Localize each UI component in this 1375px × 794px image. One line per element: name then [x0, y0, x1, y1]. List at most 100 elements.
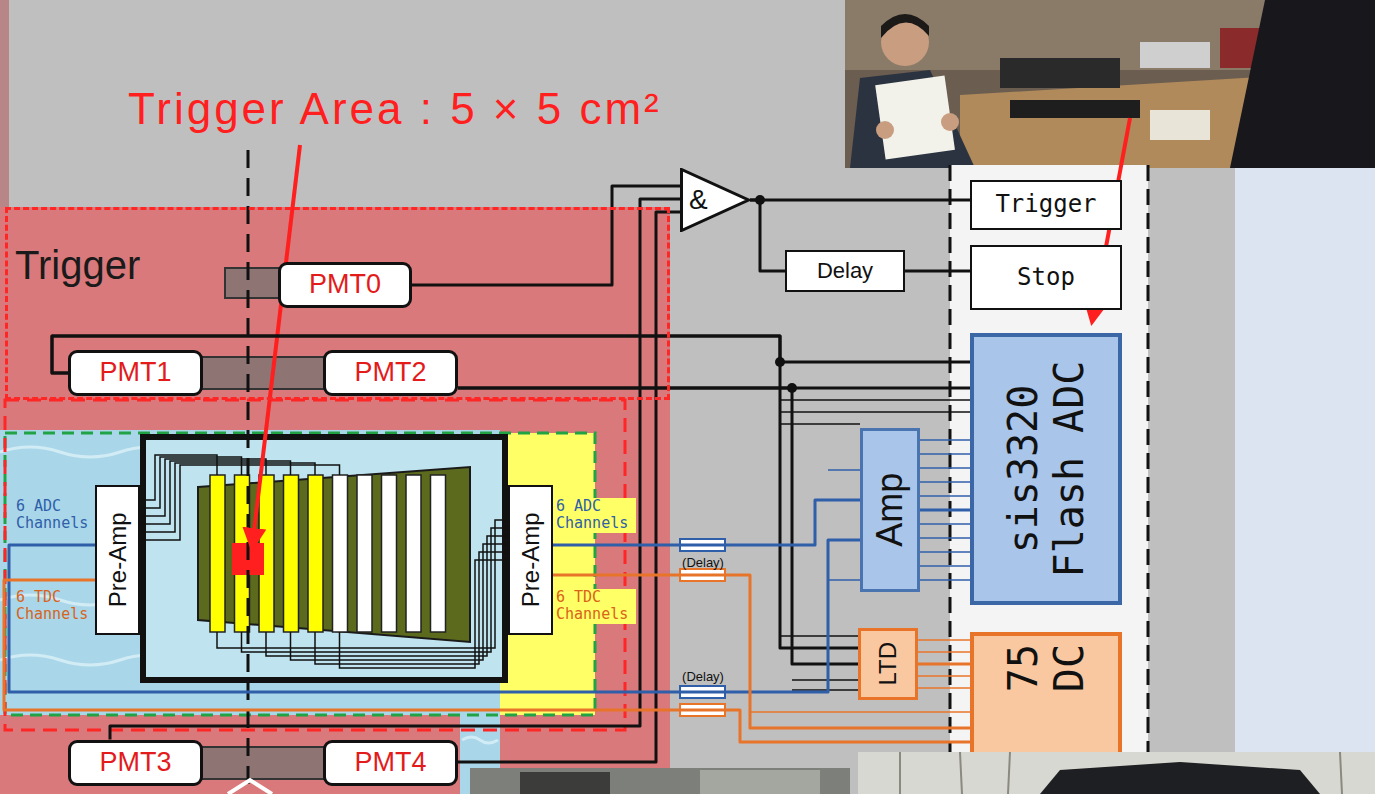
background-drawing-part [900, 752, 1342, 794]
node-text: Pre-Amp [104, 513, 132, 608]
background-drawing-part [140, 457, 242, 508]
photodetector-box: PMT2 [323, 350, 458, 396]
signal-wire [110, 199, 680, 740]
background-drawing-part [333, 475, 348, 632]
node-text: & [689, 184, 708, 216]
node-text: Delay [817, 258, 873, 283]
background-drawing-part [225, 268, 280, 298]
background-drawing-part [1000, 58, 1120, 88]
trigger-ground [0, 207, 670, 794]
background-drawing-part [462, 737, 498, 743]
background-drawing-part [1010, 100, 1140, 118]
background-drawing-part [259, 475, 274, 632]
background-drawing-part [680, 569, 725, 581]
label-slot: 6 ADC Channels [16, 498, 96, 533]
background-drawing-part [1340, 752, 1342, 794]
background-drawing-part [308, 475, 323, 632]
discriminator-box: LTD [858, 628, 918, 700]
timing-box: Delay [785, 250, 905, 292]
signal-wire [553, 575, 970, 728]
axis-line [247, 150, 250, 794]
front-end-box: Pre-Amp [95, 485, 140, 635]
background-drawing-part [920, 495, 970, 497]
background-drawing-part [210, 475, 225, 632]
background-drawing-part [143, 437, 505, 680]
annotation-label: 6 TDC Channels [16, 589, 96, 624]
background-drawing-part [780, 635, 858, 637]
background-drawing-part [0, 430, 500, 715]
background-drawing-part [920, 537, 970, 539]
background-drawing-part [920, 481, 970, 483]
background-drawing-part [357, 475, 372, 632]
background-drawing-part [881, 14, 929, 38]
background-drawing-part [780, 423, 860, 425]
background-drawing-part [1040, 762, 1320, 794]
background-drawing-part [920, 551, 970, 553]
background-drawing-part [750, 711, 970, 713]
node-text: 75 DC [1000, 644, 1092, 744]
background-drawing-part [850, 70, 975, 168]
signal-wire [920, 509, 970, 512]
background-drawing-part [266, 536, 508, 656]
background-drawing-part [680, 539, 725, 551]
digitizer-box: sis3320 Flash ADC [970, 333, 1122, 605]
photodetector-box: PMT3 [68, 740, 203, 786]
label-slot: 6 TDC Channels [556, 589, 636, 624]
annotation-label: (Delay) [682, 670, 724, 685]
gate-triangle [682, 170, 749, 231]
background-drawing-part [876, 121, 894, 139]
background-drawing-part [780, 400, 970, 690]
node-text: sis3320 Flash ADC [1000, 339, 1092, 599]
node-text: PMT3 [99, 747, 171, 778]
background-drawing-part [920, 523, 970, 525]
background-drawing-part [920, 439, 970, 441]
signal-wire [52, 336, 858, 648]
label-slot: (Delay) [678, 667, 728, 685]
background-drawing-part [858, 752, 1375, 794]
background-drawing-part [140, 463, 315, 532]
background-drawing-part [1150, 110, 1210, 140]
background-drawing-part [1140, 42, 1210, 68]
photodetector-box: PMT1 [68, 350, 203, 396]
detector-drawing [140, 437, 508, 680]
label-slot: (Delay) [678, 553, 728, 571]
background-drawing-part [950, 165, 1148, 794]
background-drawing-part [845, 0, 1375, 168]
detector-ground [500, 433, 595, 715]
background-drawing-part [217, 520, 508, 648]
background-drawing-part [1008, 752, 1010, 794]
signal-wire [750, 200, 785, 271]
car-photo [858, 752, 1375, 794]
signal-wire [458, 388, 858, 664]
background-drawing-part [899, 752, 901, 794]
background-drawing-part [198, 467, 470, 642]
background-drawing-part [431, 475, 446, 632]
water-picture [0, 430, 500, 794]
node-text: Stop [1017, 264, 1075, 292]
converter-box: 75 DC [970, 632, 1122, 752]
node-text: PMT2 [354, 357, 426, 388]
background-drawing-part [680, 704, 725, 716]
node-text: LTD [874, 642, 902, 686]
signal-wire [458, 212, 680, 762]
background-drawing-part [920, 565, 970, 567]
background-drawing-part [960, 70, 1375, 168]
background-drawing-part [845, 0, 1375, 70]
signal-wire [905, 270, 970, 273]
node-text: PMT4 [354, 747, 426, 778]
annotation-label: 6 ADC Channels [16, 498, 96, 533]
background-drawing-part [242, 528, 509, 652]
background-drawing-part [875, 75, 955, 159]
background-drawing-part [1147, 165, 1150, 794]
node-text: PMT0 [309, 269, 381, 300]
background-drawing-part [918, 639, 970, 641]
tube-bars [200, 268, 325, 779]
background-drawing-part [918, 651, 970, 653]
junction-dots [755, 195, 797, 393]
background-drawing-part [920, 467, 970, 469]
signal-wire [918, 663, 970, 666]
background-drawing-part [406, 475, 421, 632]
background-drawing-part [315, 552, 508, 664]
